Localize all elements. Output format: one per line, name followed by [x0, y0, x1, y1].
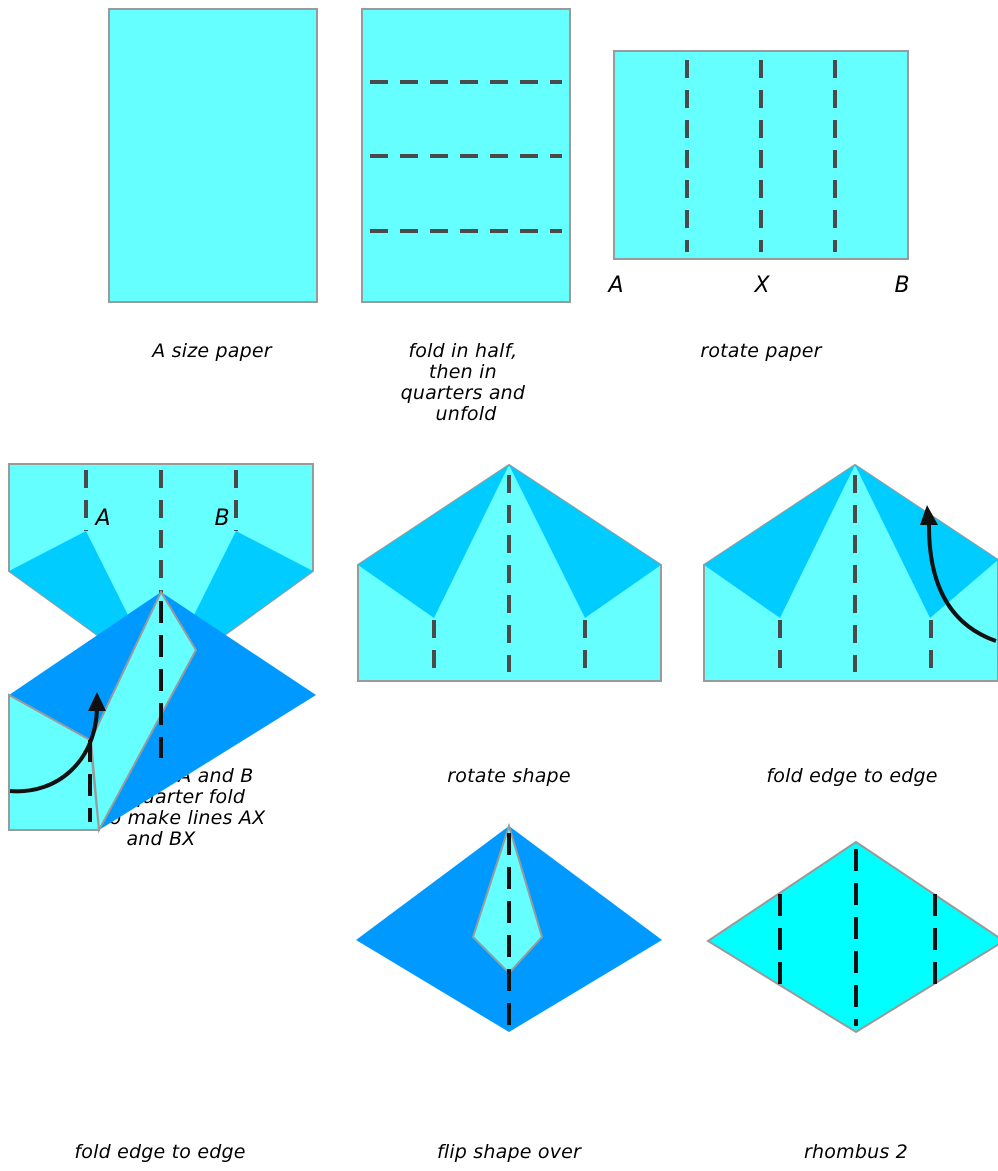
step-6-fold-edge-to-edge: fold edge to edge [703, 463, 998, 787]
paper-sheet [108, 8, 318, 303]
left-folded-flap [358, 465, 509, 618]
left-folded-flap [704, 465, 855, 618]
step-9-rhombus: rhombus 2 [706, 840, 998, 1163]
step-5-rotate-shape: rotate shape [357, 463, 662, 787]
step-7-caption: fold edge to edge [74, 1141, 245, 1163]
fold-direction-arrow [926, 521, 997, 643]
right-folded-flap [855, 465, 998, 618]
step-2-fold-quarters: fold in half, then in quarters and unfol… [361, 8, 571, 425]
step-9-caption: rhombus 2 [804, 1141, 908, 1163]
midpoint-label-x: X [753, 273, 770, 298]
step-8-caption: flip shape over [437, 1141, 582, 1163]
step-3-caption: rotate paper [700, 340, 822, 362]
step-8-flip-shape-over: flip shape over [356, 822, 662, 1163]
step-5-caption: rotate shape [447, 765, 570, 787]
step-1-a-size-paper: A size paper [108, 8, 318, 362]
inner-flap [89, 589, 198, 834]
corner-label-b: B [214, 506, 229, 531]
rhombus-shape [706, 840, 998, 1034]
step-3-rotate-paper: A X B rotate paper [606, 50, 910, 362]
fold-direction-arrow [9, 707, 99, 794]
corner-label-b: B [894, 273, 909, 298]
right-folded-flap [509, 465, 661, 618]
corner-label-a: A [93, 506, 110, 531]
step-1-caption: A size paper [150, 340, 273, 362]
corner-label-a: A [606, 273, 623, 298]
arrowhead [88, 692, 106, 711]
step-2-caption: fold in half, then in quarters and unfol… [401, 340, 532, 425]
step-6-caption: fold edge to edge [766, 765, 937, 787]
arrowhead [920, 505, 938, 525]
step-7-fold-edge-to-edge: fold edge to edge [8, 589, 316, 1163]
